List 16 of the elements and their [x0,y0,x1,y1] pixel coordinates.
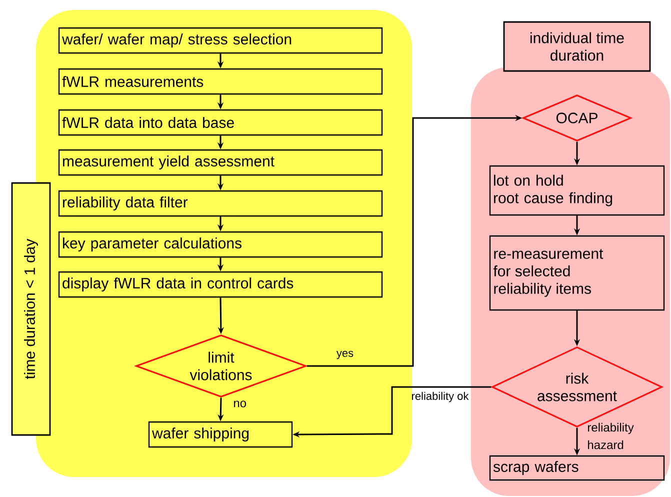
edge-label: no [234,400,246,408]
process-box: measurement yield assessment [58,149,383,176]
process-box: wafer shipping [148,421,293,448]
process-box: wafer/ wafer map/ stress selection [58,27,383,54]
duration-box: time duration < 1 day [11,182,51,436]
edge-label: yes [336,350,354,360]
process-box: lot on hold root cause finding [489,165,665,216]
process-box: re-measurement for selected reliability items [489,235,665,311]
process-box: fWLR data into data base [58,109,383,136]
process-box: key parameter calculations [58,231,383,258]
process-box: display fWLR data in control cards [58,271,383,298]
duration-box: individual time duration [503,21,651,72]
process-box: scrap wafers [489,455,665,481]
process-box: reliability data filter [58,190,383,217]
edge-label: reliability ok [412,392,469,402]
process-box: fWLR measurements [58,68,383,95]
